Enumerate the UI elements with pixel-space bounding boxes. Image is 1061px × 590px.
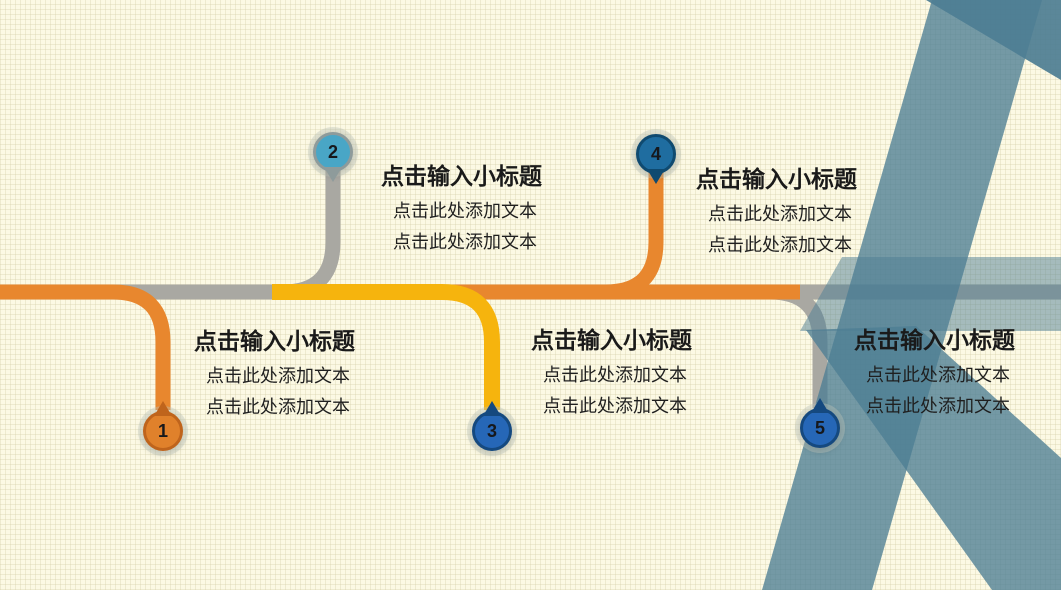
step-text-line[interactable]: 点击此处添加文本: [866, 365, 1010, 385]
step-text-line[interactable]: 点击此处添加文本: [543, 396, 687, 416]
step-pin-5[interactable]: 5: [800, 398, 840, 448]
pin-pointer-up-icon: [811, 398, 829, 413]
pin-number: 2: [327, 142, 338, 162]
road-yellow-segment: [272, 284, 500, 410]
step-pin-4[interactable]: 4: [636, 134, 676, 184]
step-text-group-2: 点击输入小标题 点击此处添加文本 点击此处添加文本: [381, 162, 542, 262]
pin-number: 4: [650, 144, 661, 164]
step-text-line[interactable]: 点击此处添加文本: [543, 365, 687, 385]
diagonal-ribbon-cross: [806, 326, 1061, 590]
step-pin-1[interactable]: 1: [143, 401, 183, 451]
step-text-line[interactable]: 点击此处添加文本: [866, 396, 1010, 416]
pin-pointer-down-icon: [324, 167, 342, 182]
step-text-line[interactable]: 点击此处添加文本: [393, 232, 537, 252]
step-pin-3[interactable]: 3: [472, 401, 512, 451]
pin-pointer-up-icon: [154, 401, 172, 416]
step-text-line[interactable]: 点击此处添加文本: [206, 366, 350, 386]
step-text-line[interactable]: 点击此处添加文本: [708, 235, 852, 255]
pin-number: 1: [157, 421, 168, 441]
step-text-group-4: 点击输入小标题 点击此处添加文本 点击此处添加文本: [696, 165, 857, 265]
step-text-line[interactable]: 点击此处添加文本: [708, 204, 852, 224]
step-text-line[interactable]: 点击此处添加文本: [393, 201, 537, 221]
step-title[interactable]: 点击输入小标题: [696, 166, 857, 192]
step-text-group-3: 点击输入小标题 点击此处添加文本 点击此处添加文本: [531, 326, 692, 426]
step-title[interactable]: 点击输入小标题: [194, 328, 355, 354]
pin-pointer-down-icon: [647, 169, 665, 184]
pin-number: 5: [814, 418, 825, 438]
pin-pointer-up-icon: [483, 401, 501, 416]
step-pin-2[interactable]: 2: [313, 132, 353, 182]
road-orange-left: [0, 284, 171, 410]
step-text-group-5: 点击输入小标题 点击此处添加文本 点击此处添加文本: [854, 326, 1015, 426]
road-orange-middle: [430, 166, 800, 300]
pin-number: 3: [486, 421, 497, 441]
step-title[interactable]: 点击输入小标题: [854, 327, 1015, 353]
road-gray-left: [0, 160, 341, 300]
step-text-group-1: 点击输入小标题 点击此处添加文本 点击此处添加文本: [194, 327, 355, 427]
step-text-line[interactable]: 点击此处添加文本: [206, 397, 350, 417]
step-title[interactable]: 点击输入小标题: [381, 163, 542, 189]
horizontal-ribbon-overlay: [800, 257, 1061, 331]
step-title[interactable]: 点击输入小标题: [531, 327, 692, 353]
